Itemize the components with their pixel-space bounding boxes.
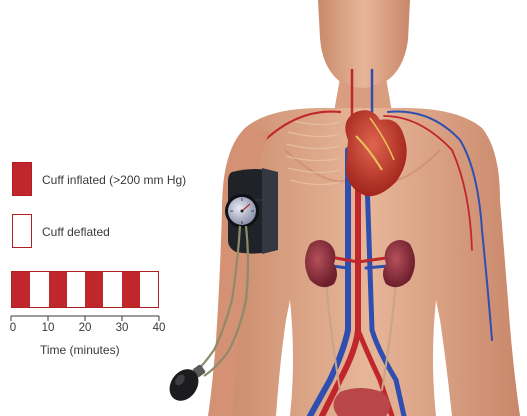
- bladder: [333, 388, 390, 416]
- time-axis: [0, 312, 200, 372]
- timeline-segment-deflated: [67, 272, 85, 307]
- timeline-segment-deflated: [140, 272, 158, 307]
- axis-tick-label: 10: [42, 322, 55, 334]
- timeline-segment-deflated: [30, 272, 48, 307]
- timeline-segment-inflated: [49, 272, 67, 307]
- legend-label-inflated: Cuff inflated (>200 mm Hg): [42, 173, 186, 187]
- axis-tick-label: 40: [153, 322, 166, 334]
- timeline-segment-inflated: [122, 272, 140, 307]
- legend-swatch-inflated: [12, 162, 32, 196]
- timeline-segment-inflated: [12, 272, 30, 307]
- legend-label-deflated: Cuff deflated: [42, 225, 110, 239]
- cuff-timeline-bar: [11, 271, 159, 308]
- axis-ticks: [11, 316, 159, 321]
- axis-tick-label: 30: [116, 322, 129, 334]
- axis-tick-label: 0: [10, 322, 16, 334]
- legend-swatch-deflated: [12, 214, 32, 248]
- axis-title: Time (minutes): [40, 343, 120, 357]
- pressure-gauge: [225, 194, 259, 228]
- timeline-segment-deflated: [103, 272, 121, 307]
- axis-tick-label: 20: [79, 322, 92, 334]
- timeline-segment-inflated: [85, 272, 103, 307]
